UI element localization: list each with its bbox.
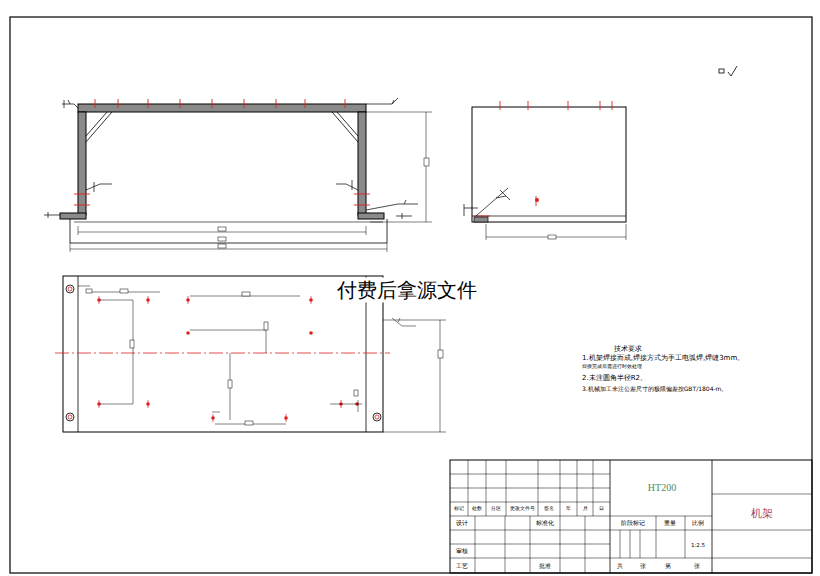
table-cell: 标记	[454, 506, 464, 512]
table-cell: 批准	[539, 563, 551, 569]
table-cell: 处数	[472, 506, 482, 512]
technical-note: 3.机械加工未注公差尺寸的极限偏差按GBT/1804-m。	[582, 386, 727, 393]
sheet-border	[10, 17, 812, 573]
table-cell: 更改文件号	[510, 506, 535, 512]
table-cell: 重量	[664, 520, 676, 526]
table-cell: 工艺	[456, 563, 468, 569]
scale-value: 1:2.5	[691, 542, 705, 548]
table-cell: 阶段标记	[621, 520, 645, 526]
table-cell: 签名	[544, 506, 554, 512]
technical-note: 2.未注圆角半径R2。	[582, 374, 647, 382]
notes-heading: 技术要求	[614, 345, 642, 353]
table-cell: 日	[599, 506, 604, 512]
table-cell: 张	[640, 563, 646, 569]
watermark: 付费后拿源文件	[334, 278, 480, 303]
table-cell: 审核	[456, 548, 468, 554]
title-block	[450, 460, 812, 573]
material: HT200	[648, 482, 676, 494]
side-view	[464, 101, 626, 240]
table-cell: 张	[694, 563, 700, 569]
table-cell: 共	[617, 563, 623, 569]
table-cell: 设计	[456, 520, 468, 526]
table-cell: 分区	[491, 506, 501, 512]
roughness-symbol	[719, 66, 737, 76]
table-cell: 年	[566, 506, 571, 512]
table-cell: 标准化	[536, 520, 554, 526]
technical-note: 1.机架焊接而成,焊接方式为手工电弧焊,焊缝3mm。	[582, 354, 744, 362]
part-name: 机架	[751, 507, 773, 520]
front-view	[44, 98, 432, 252]
table-cell: 比例	[692, 520, 704, 526]
table-cell: 月	[583, 506, 588, 512]
table-cell: 第	[665, 563, 671, 569]
technical-note: 焊接完成后需进行时效处理	[582, 364, 642, 370]
